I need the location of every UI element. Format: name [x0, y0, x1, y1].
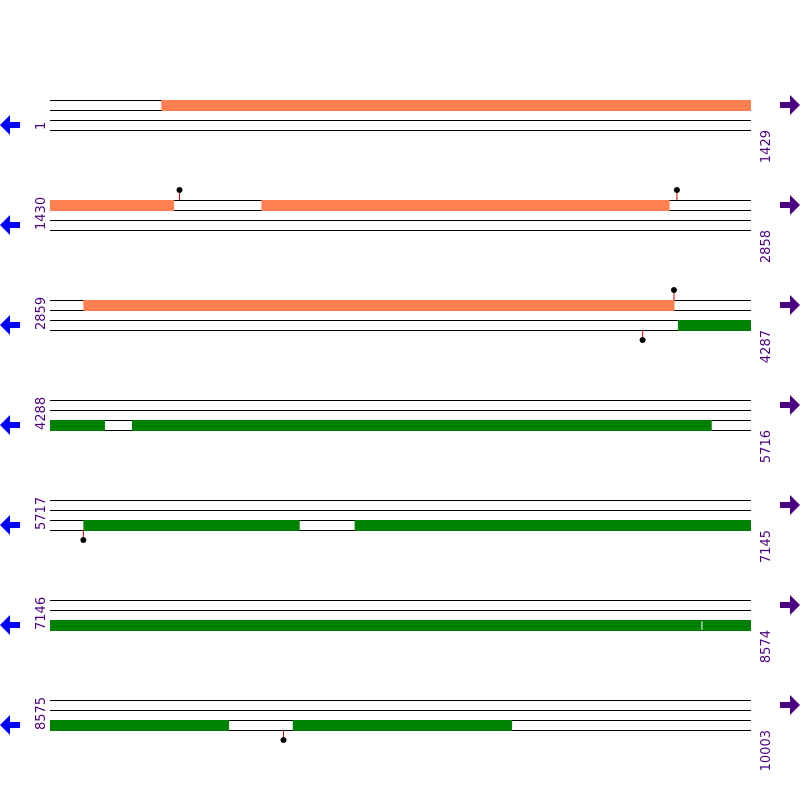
site-marker — [280, 730, 287, 743]
arrow-shape — [0, 715, 20, 735]
arrow-right-icon — [780, 595, 800, 615]
row-start-label: 8575 — [34, 697, 49, 730]
site-marker — [670, 287, 677, 300]
reverse-feature-bar — [83, 520, 300, 531]
row-start-label: 5717 — [34, 497, 49, 530]
site-marker — [176, 187, 183, 200]
arrow-shape — [780, 195, 800, 215]
arrow-left-icon — [0, 215, 20, 235]
arrow-shape — [0, 215, 20, 235]
row-end-label: 5716 — [759, 430, 774, 463]
arrow-shape — [780, 695, 800, 715]
site-marker — [80, 530, 87, 543]
sequence-row: 5717 7145 — [0, 495, 800, 563]
row-start-label: 1430 — [34, 197, 49, 230]
row-end-label: 10003 — [759, 730, 774, 771]
arrow-shape — [0, 315, 20, 335]
arrow-shape — [780, 595, 800, 615]
arrow-right-icon — [780, 395, 800, 415]
site-head — [80, 537, 87, 543]
row-end-label: 2858 — [759, 230, 774, 263]
arrow-left-icon — [0, 415, 20, 435]
arrow-left-icon — [0, 115, 20, 135]
arrow-left-icon — [0, 715, 20, 735]
site-head — [670, 287, 677, 293]
row-start-label: 1 — [34, 122, 49, 130]
sequence-row: 8575 10003 — [0, 695, 800, 771]
arrow-shape — [0, 115, 20, 135]
reverse-feature-bar — [702, 620, 751, 631]
row-end-label: 4287 — [759, 330, 774, 363]
sequence-row: 7146 8574 — [0, 595, 800, 663]
reverse-feature-bar — [292, 720, 513, 731]
reverse-feature-bar — [50, 720, 230, 731]
reverse-feature-bar — [677, 320, 751, 331]
row-start-label: 7146 — [34, 597, 49, 630]
arrow-shape — [780, 95, 800, 115]
arrow-shape — [0, 615, 20, 635]
reverse-feature-bar — [131, 420, 712, 431]
arrow-shape — [780, 495, 800, 515]
arrow-right-icon — [780, 295, 800, 315]
reverse-feature-bar — [50, 620, 702, 631]
arrow-left-icon — [0, 515, 20, 535]
row-end-label: 8574 — [759, 630, 774, 663]
forward-feature-bar — [261, 200, 670, 211]
row-end-label: 1429 — [759, 130, 774, 163]
row-start-label: 4288 — [34, 397, 49, 430]
arrow-shape — [0, 515, 20, 535]
sequence-row: 2859 4287 — [0, 287, 800, 363]
arrow-shape — [780, 395, 800, 415]
arrow-left-icon — [0, 615, 20, 635]
row-end-label: 7145 — [759, 530, 774, 563]
sequence-row: 1430 2858 — [0, 187, 800, 263]
arrow-right-icon — [780, 495, 800, 515]
forward-feature-bar — [50, 200, 175, 211]
arrow-right-icon — [780, 95, 800, 115]
sequence-row: 1 1429 — [0, 95, 800, 163]
arrow-left-icon — [0, 315, 20, 335]
reverse-feature-bar — [354, 520, 751, 531]
site-marker — [673, 187, 680, 200]
row-start-label: 2859 — [34, 297, 49, 330]
site-head — [673, 187, 680, 193]
forward-feature-bar — [161, 100, 752, 111]
arrow-right-icon — [780, 195, 800, 215]
arrow-shape — [0, 415, 20, 435]
reverse-feature-bar — [50, 420, 105, 431]
forward-feature-bar — [83, 300, 675, 311]
site-head — [176, 187, 183, 193]
arrow-right-icon — [780, 695, 800, 715]
site-head — [639, 337, 646, 343]
site-head — [280, 737, 287, 743]
site-marker — [639, 330, 646, 343]
sequence-row: 4288 5716 — [0, 395, 800, 463]
arrow-shape — [780, 295, 800, 315]
